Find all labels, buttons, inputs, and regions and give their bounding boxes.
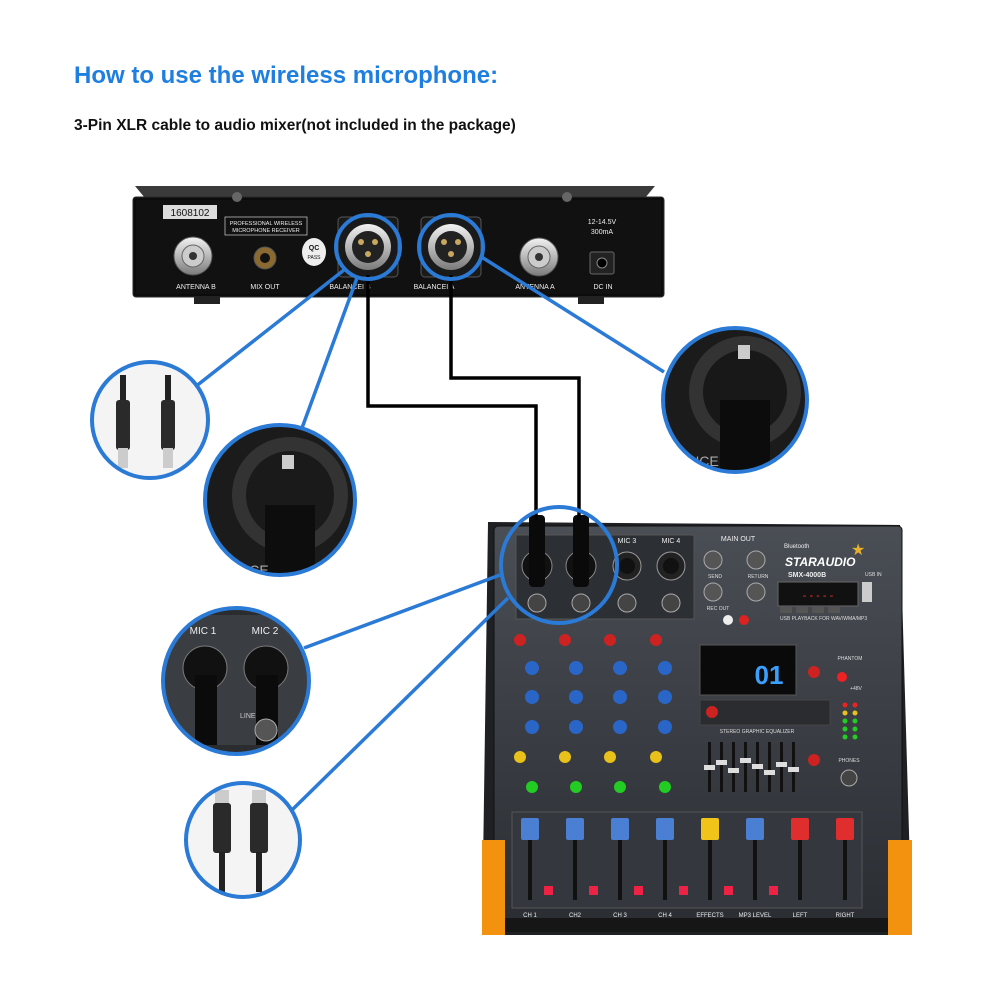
star-logo-icon: ★ [851, 542, 865, 559]
power-spec-voltage: 12-14.5V [588, 219, 617, 226]
balanced-a-label: BALANCEI A [414, 284, 455, 291]
rec-out-label: REC OUT [707, 606, 730, 612]
page-subtitle: 3-Pin XLR cable to audio mixer(not inclu… [74, 117, 516, 134]
mix-out-jack [253, 246, 277, 270]
mic3-label: MIC 3 [618, 538, 637, 545]
audio-mixer: MIC 3 MIC 4 MAIN OUT SEND RETURN REC OUT… [482, 515, 912, 935]
channel-label: CH2 [569, 913, 582, 919]
channel-knobs [514, 634, 820, 793]
right-orange-cap [888, 840, 912, 935]
return-label: RETURN [748, 574, 769, 580]
dc-in-label: DC IN [593, 284, 612, 291]
model-name: SMX-4000B [788, 572, 826, 579]
highlight-mixer-inputs [499, 505, 619, 625]
power-spec-current: 300mA [591, 229, 614, 236]
callout-lines [193, 254, 665, 812]
phones-label: PHONES [838, 758, 860, 764]
effects-digits: 01 [755, 660, 784, 690]
send-label: SEND [708, 574, 722, 580]
channel-label: MP3 LEVEL [739, 913, 772, 919]
plate-line2: MICROPHONE RECEIVER [232, 228, 300, 234]
usb-in-label: USB IN [865, 572, 882, 578]
antenna-a-label: ANTENNA A [515, 284, 555, 291]
balanced-a-xlr-connector [420, 216, 482, 278]
channel-label: RIGHT [836, 913, 855, 919]
mix-out-label: MIX OUT [250, 284, 280, 291]
model-plate [224, 216, 308, 236]
svg-text:PASS: PASS [308, 255, 322, 261]
cable-balanced-b-to-mic1 [366, 275, 538, 520]
antenna-a-connector [519, 237, 559, 277]
effects-display [699, 644, 797, 696]
plate-line1: PROFESSIONAL WIRELESS [230, 221, 303, 227]
mic4-xlr-input [656, 551, 686, 581]
left-orange-cap [482, 840, 505, 935]
cable-balanced-a-to-mic2 [449, 275, 581, 520]
svg-text:QC: QC [309, 245, 320, 252]
plus48v-label: +48V [850, 686, 862, 692]
stereo-eq-label: STEREO GRAPHIC EQUALIZER [720, 729, 795, 735]
phantom-label: PHANTOM [838, 656, 863, 662]
balanced-b-label: BALANCEI B [329, 284, 371, 291]
antenna-b-connector [173, 236, 213, 276]
qc-pass-sticker: QC PASS [302, 238, 326, 266]
channel-label: CH 4 [658, 913, 672, 919]
antenna-b-label: ANTENNA B [176, 284, 216, 291]
channel-label: CH 1 [523, 913, 537, 919]
brand-name: STARAUDIO [785, 555, 856, 569]
zoom-plug-in-receiver-a: LANCE [661, 326, 809, 474]
zoom-male-xlr-plugs [184, 781, 302, 899]
cable-plug-mic2 [573, 515, 589, 587]
highlight-balanced-b [334, 213, 402, 281]
zoom-plugs-in-mixer: MIC 1 MIC 2 LINE [161, 606, 311, 756]
zoom-line-label: LINE [240, 713, 256, 720]
main-out-label: MAIN OUT [721, 536, 756, 543]
balanced-b-xlr-connector [337, 216, 399, 278]
channel-label: CH 3 [613, 913, 627, 919]
zoom-mic2-label: MIC 2 [252, 626, 279, 637]
serial-label [163, 205, 217, 219]
level-meter [842, 702, 858, 740]
channel-label: EFFECTS [696, 913, 723, 919]
highlight-circles [334, 213, 619, 625]
channel-labels: CH 1 CH2 CH 3 CH 4 EFFECTS MP3 LEVEL LEFT RIGHT [523, 913, 855, 919]
page-title: How to use the wireless microphone: [74, 62, 499, 89]
serial-number: 1608102 [171, 208, 210, 219]
usb-playback-label: USB PLAYBACK FOR WAV/WMA/MP3 [780, 616, 867, 622]
bluetooth-label: Bluetooth [784, 544, 809, 550]
mic4-label: MIC 4 [662, 538, 681, 545]
mp3-control-buttons [780, 607, 840, 613]
zoom-mic1-label: MIC 1 [190, 626, 217, 637]
mic3-xlr-input [612, 551, 642, 581]
graphic-eq-sliders [704, 742, 799, 792]
channel-label: LEFT [793, 913, 808, 919]
cable-plug-mic1 [529, 515, 545, 587]
highlight-balanced-a [417, 213, 485, 281]
dc-in-jack [589, 251, 615, 275]
xlr-cables [366, 275, 581, 520]
svg-text:- - - - -: - - - - - [803, 590, 834, 602]
zoom-plug-in-receiver-b: LANCE [203, 423, 357, 577]
channel-faders [521, 818, 854, 900]
zoom-female-xlr-plugs [90, 360, 210, 480]
